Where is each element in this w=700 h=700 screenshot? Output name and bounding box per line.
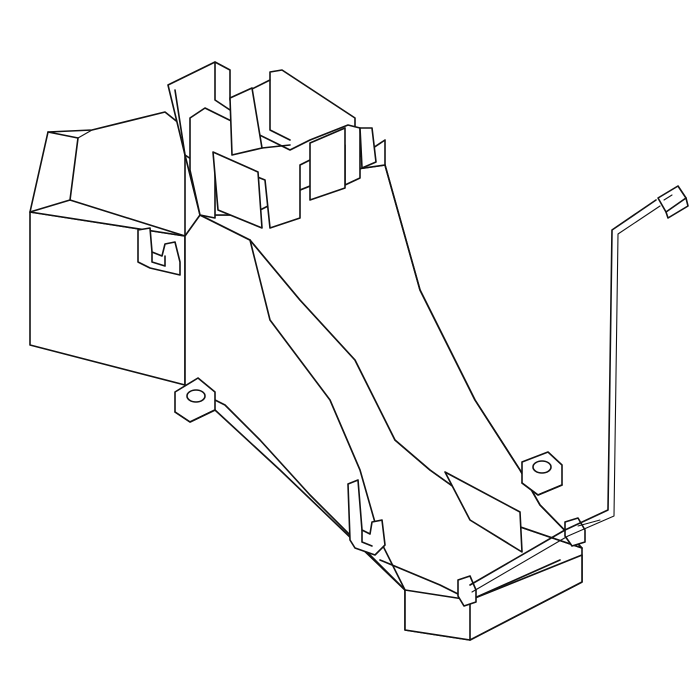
top-socket-left-flap [212,151,263,229]
front-clip [347,479,386,556]
mounting-tab-right-hole [532,460,552,474]
side-clip [347,479,386,556]
left-duct-front-face [29,211,186,386]
side-clip [137,227,181,276]
mounting-tab [174,377,563,496]
connector [657,185,689,219]
top-socket-corner-post [359,127,377,169]
top-socket [167,61,386,229]
wire-outer [469,199,657,586]
left-duct [29,111,186,386]
housing-body [184,164,583,641]
internal-fin [444,471,523,553]
wire-harness [469,199,661,593]
wire-inner [471,205,661,593]
mounting-tab-left-hole [186,389,206,403]
connector-body [657,185,687,213]
top-socket-right-flap [309,127,346,201]
left-clip [137,227,181,276]
internal-fin-plate [444,471,523,553]
